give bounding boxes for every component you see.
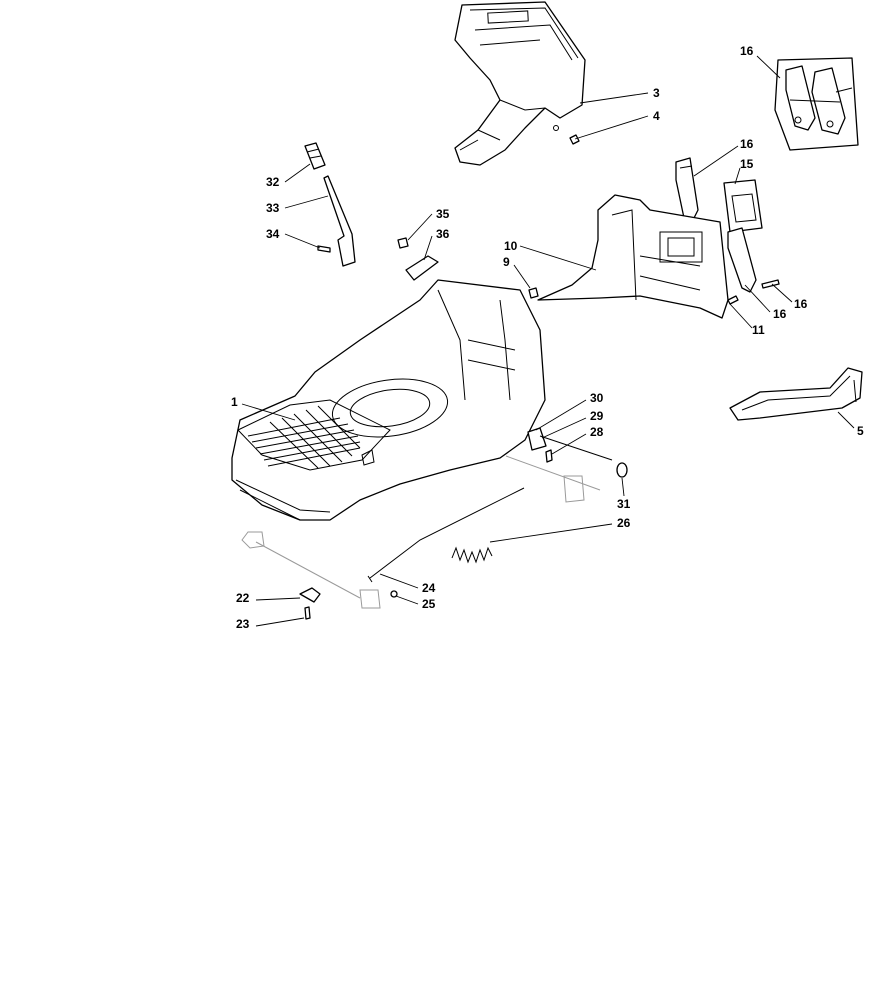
part-34-screw (317, 245, 331, 253)
callout-16-screw: 16 (794, 297, 808, 311)
callout-5: 5 (857, 424, 864, 438)
callout-31: 31 (617, 497, 631, 511)
callout-4: 4 (653, 109, 660, 123)
callout-3: 3 (653, 86, 660, 100)
callout-15: 15 (740, 157, 754, 171)
part-25-washer (390, 590, 398, 598)
callout-1: 1 (231, 395, 238, 409)
part-16-hinge-left (675, 157, 699, 223)
callout-16-top: 16 (740, 44, 754, 58)
part-36-handle (405, 255, 439, 281)
callout-36: 36 (436, 227, 450, 241)
part-31-washer (616, 462, 628, 478)
part-11-screw (727, 295, 739, 305)
part-16-hinge-set (774, 57, 859, 151)
callout-23: 23 (236, 617, 250, 631)
part-35-screw (397, 237, 409, 249)
part-26-spring (451, 546, 493, 564)
part-16-screw (761, 279, 780, 289)
part-24-rod (367, 487, 525, 583)
callout-34: 34 (266, 227, 280, 241)
callout-10: 10 (504, 239, 518, 253)
callout-26: 26 (617, 516, 631, 530)
part-10-rear-flap (537, 194, 729, 319)
callout-28: 28 (590, 425, 604, 439)
callout-35: 35 (436, 207, 450, 221)
leader-lines (241, 55, 855, 627)
callout-labels: 16 3 4 16 15 32 33 34 35 36 10 9 16 16 1… (231, 44, 864, 631)
part-4-screw (569, 134, 580, 145)
callout-30: 30 (590, 391, 604, 405)
callout-16-hinge-left: 16 (740, 137, 754, 151)
part-9-screw (528, 287, 539, 299)
part-5-bracket (729, 367, 863, 421)
part-1-deck (231, 279, 546, 521)
callout-24: 24 (422, 581, 436, 595)
callout-9: 9 (503, 255, 510, 269)
part-32-knob (304, 142, 326, 170)
part-30-axle (539, 435, 613, 461)
part-15-clip (723, 179, 763, 233)
callout-25: 25 (422, 597, 436, 611)
part-3-rear-cover (454, 1, 586, 166)
callout-32: 32 (266, 175, 280, 189)
part-28-screw (545, 449, 553, 463)
callout-11: 11 (752, 323, 765, 337)
callout-16-hinge-right: 16 (773, 307, 787, 321)
axle-frame-ghost (241, 455, 601, 609)
callout-33: 33 (266, 201, 280, 215)
callout-22: 22 (236, 591, 250, 605)
part-23-screw (304, 606, 311, 620)
part-33-lever (323, 175, 356, 267)
callout-29: 29 (590, 409, 604, 423)
part-22-clip (299, 587, 321, 603)
part-16-hinge-right (727, 227, 757, 293)
part-29-bracket (527, 427, 547, 451)
